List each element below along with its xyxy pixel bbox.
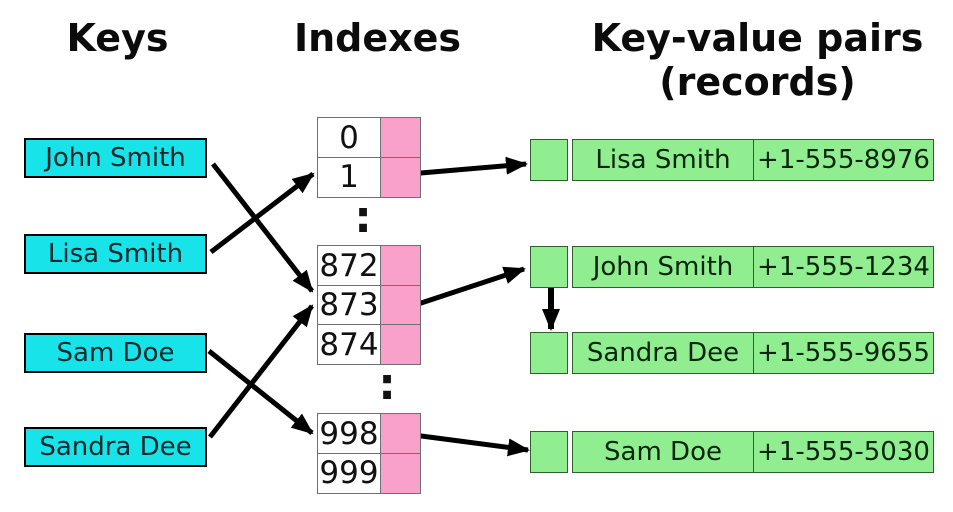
- key-box-sam-doe: Sam Doe: [24, 333, 207, 373]
- arrow-index-873-to-record-john-smith: [405, 266, 526, 311]
- index-slot-cell: [379, 156, 421, 198]
- record-phone-cell: +1-555-5030: [757, 437, 930, 467]
- arrow-key-lisa-smith-to-index-1: [209, 172, 315, 254]
- key-value-pairs-column-header: Key-value pairs (records): [565, 16, 950, 104]
- arrow-index-1-to-record-lisa-smith: [408, 156, 528, 177]
- record-john-smith: John Smith +1-555-1234: [572, 246, 934, 288]
- index-row-1: 1: [317, 156, 421, 198]
- index-table-segment-middle: 872 873 874: [317, 245, 421, 365]
- index-slot-cell: [379, 452, 421, 494]
- index-number-cell: 998: [317, 413, 381, 454]
- key-box-lisa-smith: Lisa Smith: [24, 234, 207, 274]
- record-lisa-smith: Lisa Smith +1-555-8976: [572, 139, 934, 181]
- record-name-cell: Sam Doe: [573, 432, 754, 472]
- key-label: John Smith: [45, 143, 186, 173]
- record-bucket-lisa-smith: [530, 139, 568, 181]
- index-row-999: 999: [317, 452, 421, 494]
- key-label: Sam Doe: [56, 338, 175, 368]
- index-slot-cell: [379, 117, 421, 158]
- index-row-874: 874: [317, 324, 421, 365]
- index-slot-cell: [379, 284, 421, 326]
- key-value-pairs-header-line2: (records): [659, 60, 856, 105]
- ellipsis-dots-lower: :: [378, 359, 396, 411]
- arrow-key-sandra-dee-to-index-873: [208, 304, 314, 439]
- arrow-key-sam-doe-to-index-998: [207, 349, 314, 435]
- index-row-873: 873: [317, 284, 421, 326]
- record-sam-doe: Sam Doe +1-555-5030: [572, 431, 934, 473]
- key-box-sandra-dee: Sandra Dee: [24, 427, 207, 467]
- key-label: Sandra Dee: [39, 432, 192, 462]
- index-slot-cell: [379, 324, 421, 365]
- index-number-cell: 872: [317, 245, 381, 286]
- index-row-872: 872: [317, 245, 421, 286]
- record-name-cell: Lisa Smith: [573, 140, 754, 180]
- key-value-pairs-header-line1: Key-value pairs: [591, 16, 924, 60]
- arrow-index-998-to-record-sam-doe: [405, 431, 530, 457]
- record-sandra-dee: Sandra Dee +1-555-9655: [572, 332, 934, 374]
- index-number-cell: 1: [317, 156, 381, 198]
- index-number-cell: 0: [317, 117, 381, 158]
- index-table-segment-bottom: 998 999: [317, 413, 421, 494]
- record-bucket-sandra-dee: [530, 332, 568, 374]
- arrow-key-john-smith-to-index-873: [211, 162, 314, 293]
- record-phone-cell: +1-555-9655: [757, 338, 930, 368]
- index-row-998: 998: [317, 413, 421, 454]
- key-box-john-smith: John Smith: [24, 138, 207, 178]
- index-row-0: 0: [317, 117, 421, 158]
- ellipsis-dots-upper: :: [354, 192, 372, 244]
- record-phone-cell: +1-555-1234: [757, 252, 930, 282]
- indexes-column-header: Indexes: [293, 16, 462, 60]
- index-number-cell: 874: [317, 324, 381, 365]
- index-table-segment-top: 0 1: [317, 117, 421, 198]
- index-number-cell: 999: [317, 452, 381, 494]
- index-slot-cell: [379, 245, 421, 286]
- key-label: Lisa Smith: [47, 239, 184, 269]
- record-phone-cell: +1-555-8976: [757, 145, 930, 175]
- record-bucket-sam-doe: [530, 431, 568, 473]
- record-name-cell: John Smith: [573, 247, 754, 287]
- index-slot-cell: [379, 413, 421, 454]
- index-number-cell: 873: [317, 284, 381, 326]
- keys-column-header: Keys: [66, 16, 169, 60]
- record-bucket-john-smith: [530, 246, 568, 288]
- record-name-cell: Sandra Dee: [573, 333, 754, 373]
